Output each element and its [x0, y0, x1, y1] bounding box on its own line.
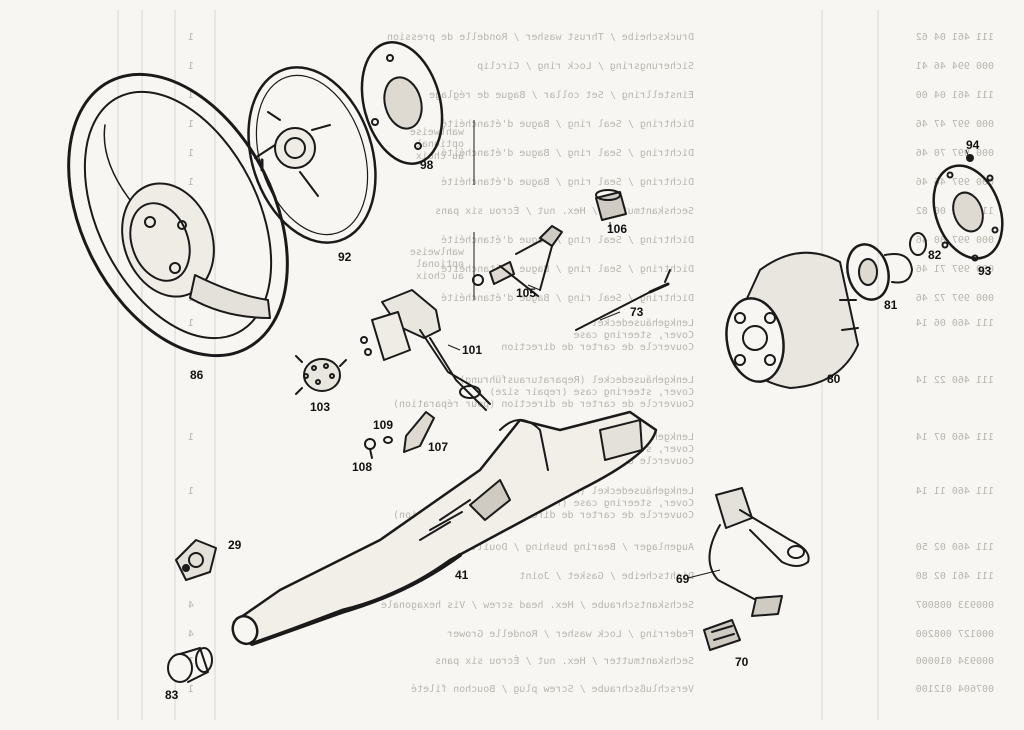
callout-107: 107	[428, 440, 449, 454]
callout-101: 101	[462, 343, 483, 357]
callout-93: 93	[978, 264, 992, 278]
universal-joint	[175, 539, 217, 581]
connector-103	[295, 355, 347, 395]
callout-80: 80	[827, 372, 841, 386]
callout-69: 69	[676, 572, 690, 586]
callout-98: 98	[420, 158, 434, 172]
callout-81: 81	[884, 298, 898, 312]
steering-lock	[360, 289, 491, 411]
snap-ring	[909, 232, 927, 256]
ignition-key	[472, 225, 563, 297]
callout-109: 109	[373, 418, 394, 432]
wire-73	[575, 269, 671, 331]
callout-73: 73	[630, 305, 644, 319]
callout-106: 106	[607, 222, 628, 236]
leader-lines	[447, 149, 971, 579]
callout-29: 29	[228, 538, 242, 552]
steering-column-tube	[231, 410, 658, 646]
flange-plate	[932, 164, 1004, 262]
callout-94: 94	[966, 138, 980, 152]
column-housing	[725, 251, 859, 389]
switch-81	[846, 243, 913, 301]
callout-70: 70	[735, 655, 749, 669]
bushing-106	[595, 189, 627, 221]
callout-86: 86	[190, 368, 204, 382]
horn-contact-plate	[360, 41, 444, 165]
callout-92: 92	[338, 250, 352, 264]
combination-switch	[708, 487, 810, 617]
plug-70	[703, 619, 741, 651]
callout-103: 103	[310, 400, 331, 414]
callout-41: 41	[455, 568, 469, 582]
callout-105: 105	[516, 286, 537, 300]
steering-wheel	[67, 72, 289, 358]
small-fasteners	[364, 411, 435, 459]
callout-108: 108	[352, 460, 373, 474]
horn-ring	[247, 66, 377, 244]
callout-83: 83	[165, 688, 179, 702]
callout-82: 82	[928, 248, 942, 262]
rubber-sleeve	[167, 647, 213, 683]
